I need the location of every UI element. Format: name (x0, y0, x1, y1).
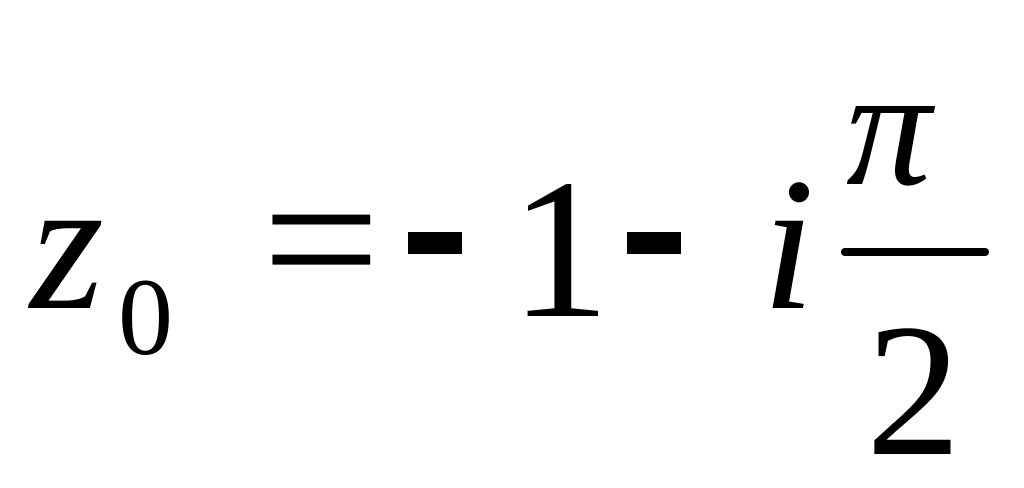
equals-sign: = (262, 129, 381, 350)
fraction-denominator-two: 2 (866, 286, 961, 488)
fraction-numerator-pi: π (846, 33, 932, 221)
variable-z: z (30, 140, 104, 350)
minus-sign-second (627, 232, 681, 254)
subscript-zero: 0 (118, 256, 173, 378)
imaginary-unit-i: i (762, 140, 815, 350)
minus-sign-first (408, 232, 462, 254)
fraction-bar (841, 248, 989, 256)
number-one: 1 (510, 139, 610, 360)
